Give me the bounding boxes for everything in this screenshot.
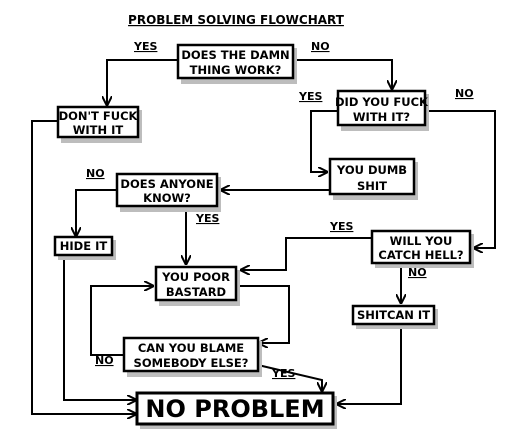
edge-works-no: [293, 59, 392, 88]
edge-shitcan-noproblem: [338, 327, 402, 404]
node-anyone-know: DOES ANYONE KNOW?: [115, 172, 221, 212]
label-hell-yes: YES: [329, 220, 353, 233]
node-dont-fuck: DON'T FUCK WITH IT: [56, 105, 142, 143]
label-hell-no: NO: [408, 266, 427, 279]
node-dumb-shit-line-2: SHIT: [357, 179, 387, 193]
node-did-you-fuck: DID YOU FUCK WITH IT?: [335, 89, 429, 131]
edges: [31, 59, 496, 414]
chart-title: PROBLEM SOLVING FLOWCHART: [128, 13, 345, 27]
node-blame-line-2: SOMEBODY ELSE?: [134, 356, 249, 370]
node-dont-fuck-line-1: DON'T FUCK: [59, 109, 139, 123]
node-blame-line-1: CAN YOU BLAME: [138, 341, 244, 355]
node-did-you-fuck-line-2: WITH IT?: [353, 110, 410, 124]
node-no-problem: NO PROBLEM: [135, 391, 337, 429]
node-anyone-know-line-2: KNOW?: [143, 191, 191, 205]
label-works-yes: YES: [133, 40, 157, 53]
edge-fuck-no: [425, 110, 496, 248]
node-anyone-know-line-1: DOES ANYONE: [120, 177, 213, 191]
node-catch-hell-line-1: WILL YOU: [390, 234, 453, 248]
label-blame-yes: YES: [271, 367, 295, 380]
edge-blame-no: [90, 286, 152, 356]
label-know-yes: YES: [195, 212, 219, 225]
node-dumb-shit: YOU DUMB SHIT: [328, 157, 418, 200]
edge-fuck-yes: [310, 110, 338, 172]
node-poor-bastard-line-2: BASTARD: [166, 285, 226, 299]
node-works-line-1: DOES THE DAMN: [181, 48, 289, 62]
label-know-no: NO: [86, 167, 105, 180]
node-dumb-shit-line-1: YOU DUMB: [336, 163, 407, 177]
node-hide-it-line-1: HIDE IT: [60, 239, 108, 253]
edge-hell-yes: [242, 237, 372, 270]
label-fuck-no: NO: [455, 87, 474, 100]
node-hide-it: HIDE IT: [53, 235, 116, 260]
node-catch-hell: WILL YOU CATCH HELL?: [370, 229, 474, 268]
node-shitcan-line-1: SHITCAN IT: [357, 308, 430, 322]
node-catch-hell-line-2: CATCH HELL?: [378, 248, 463, 262]
node-blame: CAN YOU BLAME SOMEBODY ELSE?: [122, 336, 262, 377]
label-blame-no: NO: [95, 354, 114, 367]
node-did-you-fuck-line-1: DID YOU FUCK: [335, 95, 429, 109]
node-poor-bastard-line-1: YOU POOR: [161, 270, 230, 284]
edge-labels: YES NO YES NO NO YES YES NO NO YES: [86, 40, 474, 380]
edge-bastard-blame: [236, 285, 290, 343]
label-fuck-yes: YES: [298, 90, 322, 103]
node-dont-fuck-line-2: WITH IT: [73, 123, 124, 137]
node-shitcan: SHITCAN IT: [351, 304, 438, 329]
edge-dontfuck-noproblem: [31, 120, 135, 414]
edge-know-no: [76, 189, 117, 235]
node-works-line-2: THING WORK?: [190, 63, 282, 77]
node-works: DOES THE DAMN THING WORK?: [176, 43, 297, 84]
edge-blame-yes: [257, 364, 322, 390]
edge-works-yes: [107, 59, 178, 104]
node-poor-bastard: YOU POOR BASTARD: [154, 265, 240, 306]
label-works-no: NO: [311, 40, 330, 53]
edge-hideit-noproblem: [63, 256, 135, 400]
node-no-problem-line-1: NO PROBLEM: [145, 395, 324, 423]
